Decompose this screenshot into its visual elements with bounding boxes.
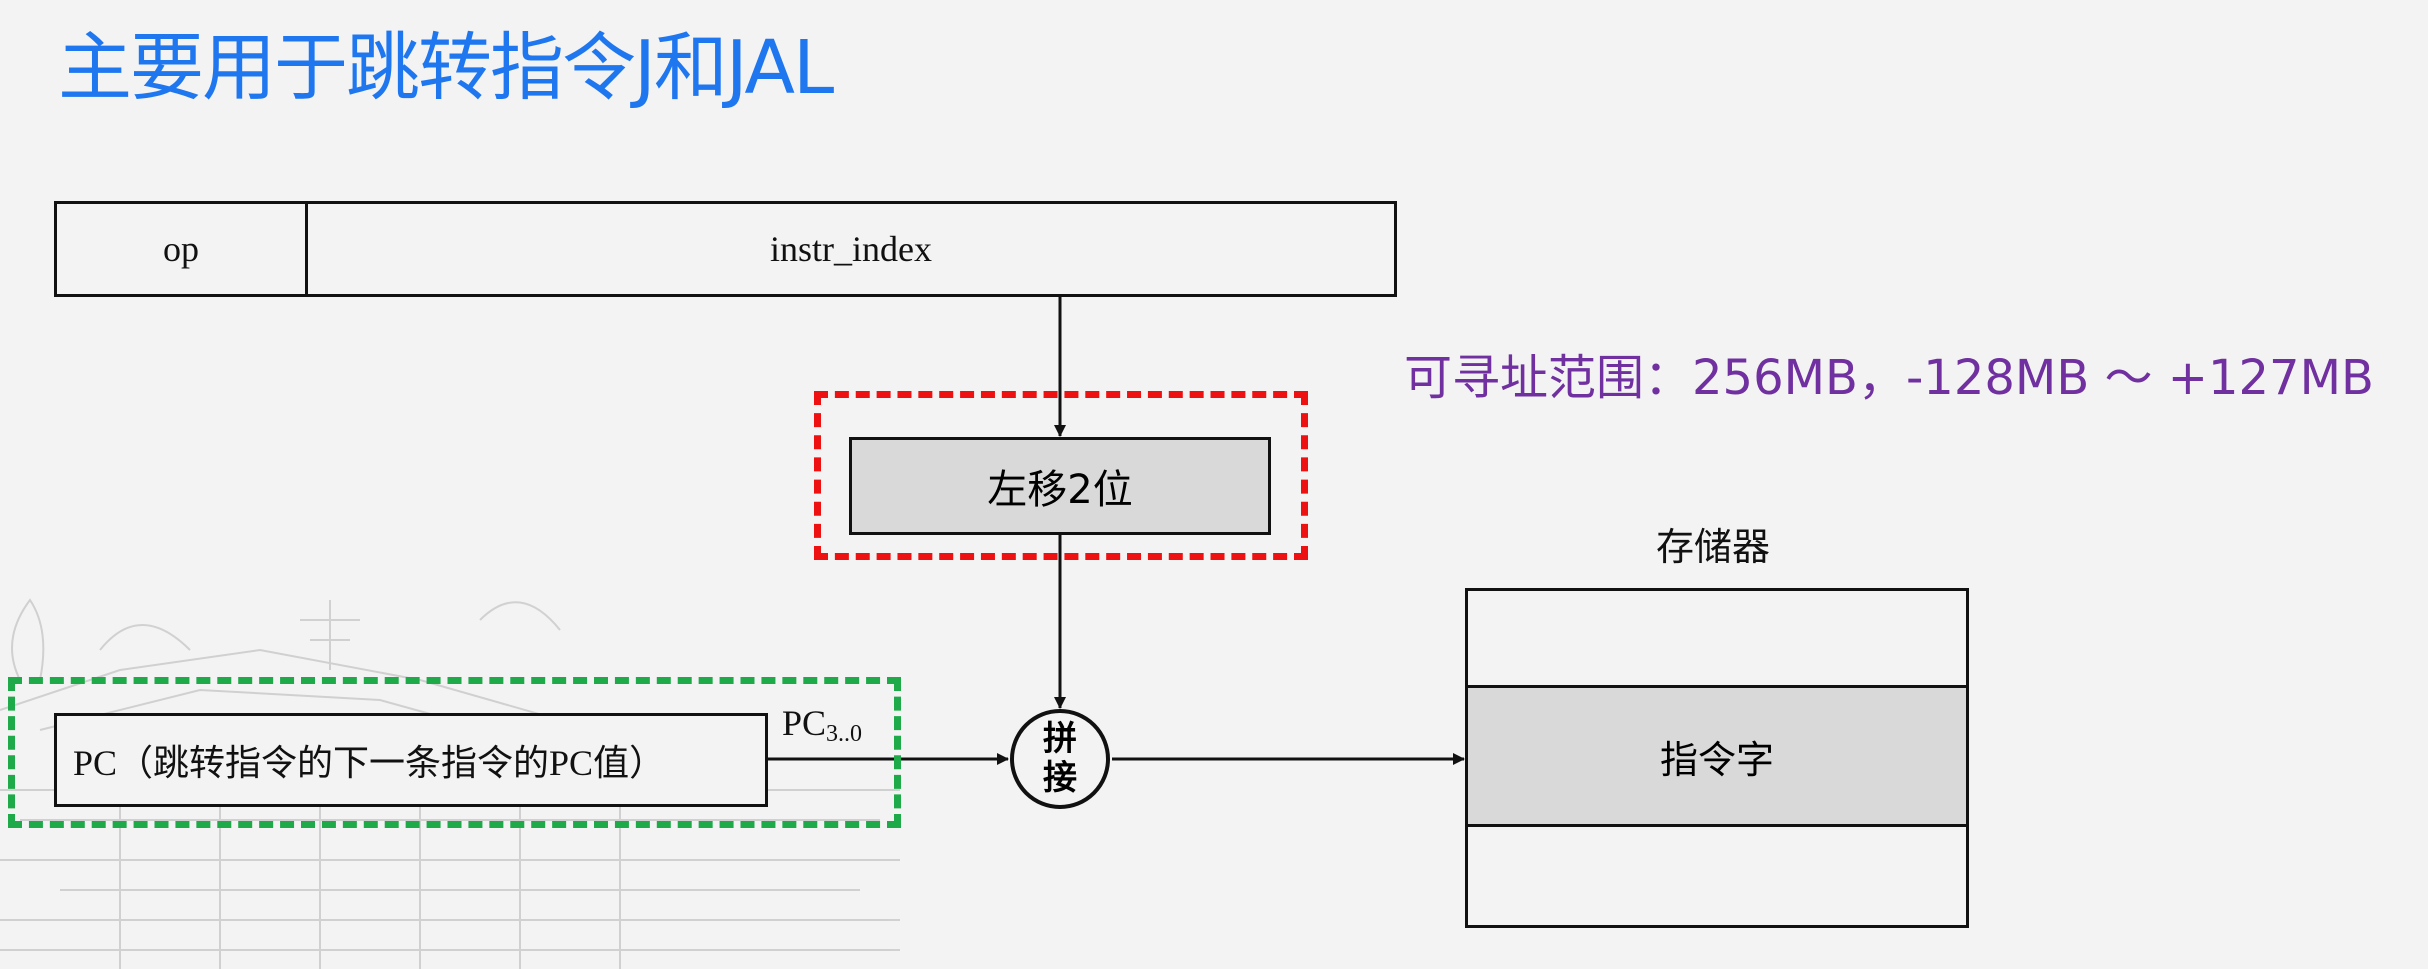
- pc-bits-label: PC3..0: [782, 702, 862, 748]
- pc-block: PC（跳转指令的下一条指令的PC值）: [54, 713, 768, 807]
- pc-bits-range: 3..0: [826, 721, 863, 747]
- concat-label-line2: 接: [1043, 758, 1077, 798]
- memory-label: 存储器: [1656, 525, 1771, 569]
- slide-title: 主要用于跳转指令J和JAL: [58, 25, 834, 111]
- address-range-note: 可寻址范围：256MB，-128MB ～ +127MB: [1404, 350, 2374, 406]
- pc-highlight-frame: [8, 677, 901, 828]
- op-field: op: [54, 201, 308, 297]
- concat-node: 拼 接: [1010, 709, 1110, 809]
- concat-label-line1: 拼: [1043, 718, 1077, 759]
- pc-bits-name: PC: [782, 703, 827, 743]
- shift-left-2-block: 左移2位: [849, 437, 1271, 535]
- shift-highlight-frame: [814, 391, 1308, 560]
- memory-instruction-word: 指令字: [1465, 685, 1969, 827]
- instr-index-field: instr_index: [305, 201, 1397, 297]
